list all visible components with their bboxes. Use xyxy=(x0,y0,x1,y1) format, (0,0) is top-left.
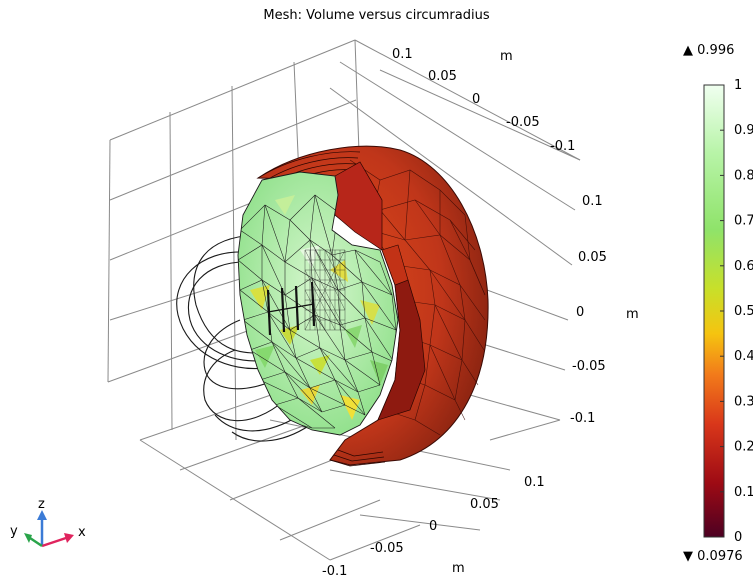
axis-triad: z y x xyxy=(10,497,86,548)
top-tick-label: 0.1 xyxy=(392,47,413,62)
top-tick-label: -0.1 xyxy=(550,139,575,154)
colorbar-tick-label: 0.5 xyxy=(734,304,753,319)
right-tick-label: 0 xyxy=(576,305,584,320)
colorbar-tick-label: 0.9 xyxy=(734,123,753,138)
min-value-label: ▼ 0.0976 xyxy=(683,549,743,564)
colorbar-tick-label: 0.3 xyxy=(734,394,753,409)
plot-title: Mesh: Volume versus circumradius xyxy=(263,8,490,23)
right-axis-unit: m xyxy=(626,307,639,322)
grid-lines xyxy=(107,39,581,561)
bottom-tick-label: -0.05 xyxy=(370,541,404,556)
top-axis-unit: m xyxy=(500,49,513,64)
down-triangle-icon: ▼ xyxy=(683,549,697,564)
top-tick-label: 0.05 xyxy=(428,69,457,84)
right-tick-label: 0.05 xyxy=(578,250,607,265)
min-value: 0.0976 xyxy=(697,549,743,564)
right-tick-label: 0.1 xyxy=(582,194,603,209)
colorbar-tick-label: 1 xyxy=(734,78,742,93)
z-axis-label: z xyxy=(38,497,45,512)
colorbar-tick-label: 0.8 xyxy=(734,168,753,183)
bottom-tick-label: 0 xyxy=(429,519,437,534)
bottom-axis-labels: 0.1 0.05 0 -0.05 -0.1 m xyxy=(322,475,545,579)
bottom-axis-unit: m xyxy=(452,561,465,576)
top-tick-label: -0.05 xyxy=(506,115,540,130)
color-legend: ▲ 0.996 1 0.9 0.8 0.7 0.6 0.5 0.4 0.3 0.2 0.1 0 ▼ … xyxy=(683,43,753,564)
colorbar-tick-label: 0.1 xyxy=(734,485,753,500)
right-axis-labels: 0.1 0.05 0 -0.05 -0.1 m xyxy=(570,194,639,426)
x-axis-arrow xyxy=(41,536,67,548)
y-axis-label: y xyxy=(10,524,18,539)
colorbar-tick-label: 0.6 xyxy=(734,259,753,274)
right-tick-label: -0.05 xyxy=(572,359,606,374)
y-axis-arrow xyxy=(29,536,43,548)
top-axis-labels: 0.1 0.05 0 -0.05 -0.1 m xyxy=(392,47,575,154)
bottom-tick-label: 0.05 xyxy=(470,497,499,512)
right-tick-label: -0.1 xyxy=(570,411,595,426)
x-axis-label: x xyxy=(78,525,86,540)
up-triangle-icon: ▲ xyxy=(683,43,697,58)
bottom-tick-label: -0.1 xyxy=(322,564,347,579)
inner-mesh xyxy=(237,171,399,436)
colorbar-tick-label: 0.4 xyxy=(734,349,753,364)
outer-shell xyxy=(256,145,489,467)
colorbar-tick-label: 0 xyxy=(734,530,742,545)
bottom-tick-label: 0.1 xyxy=(524,475,545,490)
coil-wires xyxy=(176,234,311,442)
top-tick-label: 0 xyxy=(472,92,480,107)
max-value: 0.996 xyxy=(697,43,734,58)
colorbar-tick-label: 0.7 xyxy=(734,214,753,229)
max-value-label: ▲ 0.996 xyxy=(683,43,734,58)
colorbar-tick-label: 0.2 xyxy=(734,440,753,455)
